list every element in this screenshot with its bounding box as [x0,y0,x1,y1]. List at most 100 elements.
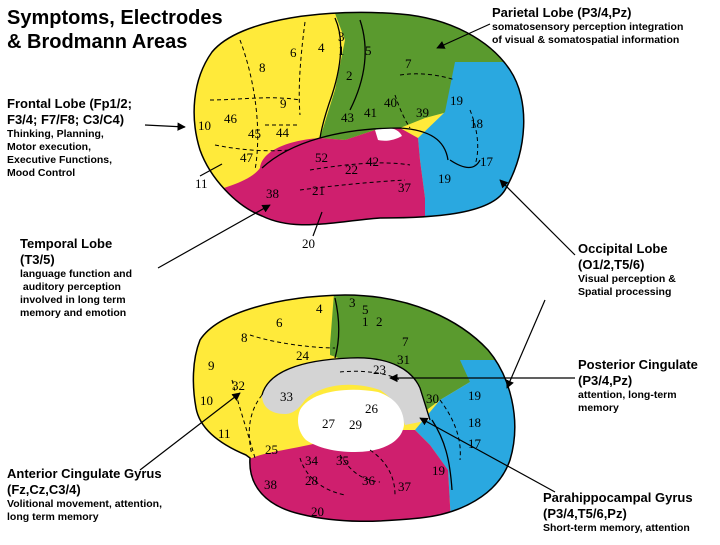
medial-area-label: 20 [311,504,324,519]
anterior-cingulate-caption: Anterior Cingulate Gyrus (Fz,Cz,C3/4) Vo… [7,466,162,524]
medial-area-label: 2 [376,314,383,329]
caption-body: Motor execution, [7,141,92,153]
medial-sulci [261,297,453,491]
area-number-labels: 1 2 3 4 5 6 7 8 9 10 11 17 18 19 19 20 2… [195,29,494,519]
medial-area-label: 38 [264,477,277,492]
medial-area-label: 7 [402,334,409,349]
caption-body: language function and [20,268,132,280]
medial-area-label: 10 [200,393,213,408]
medial-area-label: 8 [241,330,248,345]
medial-area-label: 32 [232,378,245,393]
title-line: & Brodmann Areas [7,31,188,53]
lateral-area-label: 42 [366,154,379,169]
leader-area-11 [199,163,223,177]
medial-area-label: 6 [276,315,283,330]
medial-area-label: 27 [322,416,336,431]
caption-body: Mood Control [7,167,76,179]
medial-area-label: 29 [349,417,362,432]
lateral-area-label: 1 [338,43,345,58]
lateral-area-label: 4 [318,40,325,55]
caption-heading: (T3/5) [20,252,55,267]
lateral-area-label-3: 3 [338,29,345,44]
occipital-lobe-caption: Occipital Lobe (O1/2,T5/6) Visual percep… [578,241,676,299]
leader-area-20 [312,211,323,237]
caption-body: attention, long-term [578,389,677,401]
arrow-occipital-upper [499,179,576,256]
lateral-area-label: 38 [266,186,279,201]
medial-area-label: 25 [265,442,278,457]
caption-body: of visual & somatospatial information [492,34,680,46]
caption-heading: Occipital Lobe [578,241,668,256]
lateral-area-label: 41 [364,105,377,120]
arrow-anterior-cingulate [139,392,241,471]
medial-area-label: 23 [373,362,386,377]
lateral-area-label: 19 [450,93,463,108]
lateral-area-label: 7 [405,56,412,71]
lateral-area-label: 11 [195,176,208,191]
medial-area-label: 3 [349,295,356,310]
arrow-parietal [436,23,491,49]
caption-heading: Parietal Lobe (P3/4,Pz) [492,5,632,20]
caption-heading: Posterior Cingulate [578,357,698,372]
caption-body: Volitional movement, attention, [7,498,162,510]
lateral-area-label: 46 [224,111,238,126]
lateral-area-label: 17 [480,154,494,169]
lateral-area-borders [209,21,479,191]
medial-area-label: 9 [208,358,215,373]
medial-area-label: 17 [468,436,482,451]
posterior-cingulate-caption: Posterior Cingulate (P3/4,Pz) attention,… [578,357,698,415]
caption-body: Executive Functions, [7,154,113,166]
caption-body: somatosensory perception integration [492,21,684,33]
medial-area-label-37: 37 [398,479,412,494]
medial-area-label: 26 [365,401,379,416]
lateral-area-label: 5 [365,43,372,58]
lateral-area-label: 9 [280,96,287,111]
lateral-area-label: 18 [470,116,483,131]
caption-body: memory and emotion [20,307,127,319]
pointer-arrows [139,23,576,493]
medial-area-label: 11 [218,426,231,441]
medial-area-label: 5 [362,302,369,317]
arrow-parahippocampal [419,417,556,493]
medial-area-label: 31 [397,352,410,367]
parahippocampal-caption: Parahippocampal Gyrus (P3/4,T5/6,Pz) Sho… [543,490,693,535]
caption-body: Spatial processing [578,286,672,298]
lateral-area-label: 47 [240,150,254,165]
caption-heading: (P3/4,T5/6,Pz) [543,506,627,521]
lateral-area-label: 45 [248,126,261,141]
caption-body: auditory perception [20,281,121,293]
lateral-area-label: 52 [315,150,328,165]
caption-heading: Frontal Lobe (Fp1/2; [7,96,132,111]
arrow-temporal [157,204,271,269]
caption-body: long term memory [7,511,99,523]
lateral-area-label: 20 [302,236,315,251]
lateral-brain [193,11,525,226]
arrow-occipital-lower [506,299,546,389]
title-line: Symptoms, Electrodes [7,7,223,29]
lateral-area-label: 21 [312,183,325,198]
lateral-sulcus-gap [375,128,402,141]
caption-body: memory [578,402,619,414]
frontal-lobe-caption: Frontal Lobe (Fp1/2; F3/4; F7/F8; C3/C4)… [7,96,132,180]
medial-area-label: 28 [305,473,318,488]
lateral-outline [193,11,525,226]
caption-body: Thinking, Planning, [7,128,104,140]
caption-body: Short-term memory, attention [543,522,690,534]
corpus-callosum [262,357,430,425]
medial-area-label: 33 [280,389,293,404]
lateral-area-label: 40 [384,95,397,110]
medial-area-label: 18 [468,415,481,430]
caption-body: Visual perception & [578,273,676,285]
caption-body: involved in long term [20,294,126,306]
medial-area-label: 19 [432,463,445,478]
caption-heading: F3/4; F7/F8; C3/C4) [7,112,125,127]
lateral-area-label: 43 [341,110,354,125]
medial-area-label: 35 [336,453,349,468]
caption-heading: Parahippocampal Gyrus [543,490,693,505]
lateral-area-label: 10 [198,118,211,133]
lateral-area-label: 22 [345,162,358,177]
medial-area-label: 36 [362,473,376,488]
lateral-area-label: 19 [438,171,451,186]
